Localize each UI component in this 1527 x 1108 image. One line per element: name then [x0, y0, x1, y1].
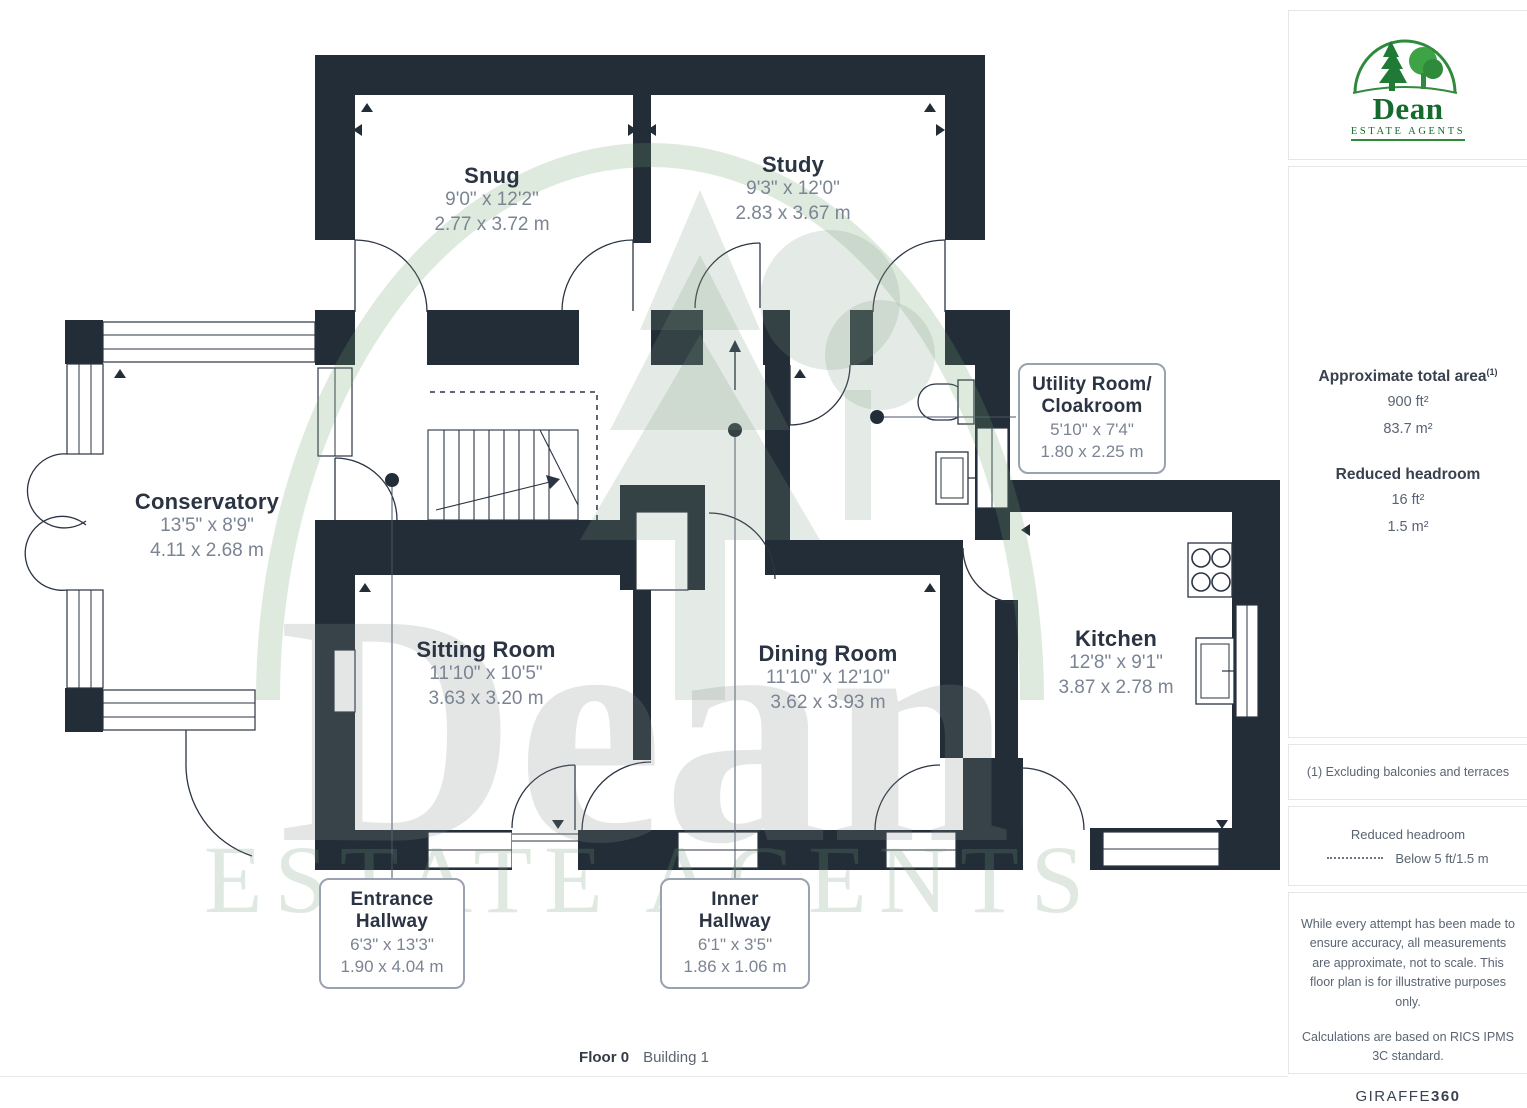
disclaimer-standard: Calculations are based on RICS IPMS 3C s… — [1302, 1029, 1514, 1064]
room-dims-m: 3.62 x 3.93 m — [770, 691, 886, 713]
callout-dims-ft: 6'1" x 3'5" — [697, 934, 773, 954]
callout-leaders — [391, 416, 1016, 878]
room-dims-ft: 9'0" x 12'2" — [445, 189, 539, 211]
entrance-arrow-icon — [729, 340, 741, 390]
room-name: Kitchen — [1074, 626, 1158, 651]
reduced-headroom-line — [430, 391, 598, 520]
room-dims-m: 3.87 x 2.78 m — [1058, 676, 1174, 698]
room-dims-m: 2.83 x 3.67 m — [735, 202, 851, 224]
page-bottom-divider — [0, 1076, 1288, 1077]
room-dims-ft: 11'10" x 10'5" — [429, 663, 543, 685]
room-dims-ft: 13'5" x 8'9" — [160, 515, 254, 537]
disclaimer-card: While every attempt has been made to ens… — [1288, 892, 1527, 1105]
reduced-headroom-ft: 16 ft² — [1391, 492, 1425, 509]
callout-dims-m: 1.80 x 2.25 m — [1040, 441, 1144, 461]
callout-name-line: Hallway — [355, 911, 429, 933]
dimension-markers — [114, 103, 1228, 829]
footnote-marker: (1) — [1486, 367, 1498, 377]
callout-utility-room-cloakroom: Utility Room/ Cloakroom 5'10" x 7'4" 1.8… — [1018, 363, 1166, 474]
floorplan-canvas: Dean ESTATE AGENTS Snug 9'0" x 12'2" 2.7… — [0, 55, 1288, 1077]
total-area-title-text: Approximate total area — [1318, 368, 1487, 386]
total-area-m: 83.7 m² — [1383, 421, 1433, 438]
callout-dims-ft: 6'3" x 13'3" — [350, 934, 434, 954]
total-area-title: Approximate total area(1) — [1289, 367, 1527, 386]
room-name: Dining Room — [758, 641, 898, 666]
room-label-sitting-room: Sitting Room 11'10" x 10'5" 3.63 x 3.20 … — [416, 637, 555, 711]
total-area-card: Approximate total area(1) 900 ft² 83.7 m… — [1288, 166, 1527, 738]
callout-inner-hallway: Inner Hallway 6'1" x 3'5" 1.86 x 1.06 m — [660, 878, 810, 989]
wall-insets — [333, 511, 689, 713]
room-name: Study — [761, 152, 825, 177]
room-label-snug: Snug 9'0" x 12'2" 2.77 x 3.72 m — [434, 163, 549, 237]
reduced-headroom-m: 1.5 m² — [1387, 519, 1429, 536]
reduced-headroom-title: Reduced headroom — [1335, 466, 1481, 484]
callout-dims-ft: 5'10" x 7'4" — [1050, 419, 1134, 439]
room-name: Conservatory — [134, 489, 280, 514]
giraffe360-brand: GIRAFFE360 — [1301, 1085, 1515, 1108]
room-label-conservatory: Conservatory 13'5" x 8'9" 4.11 x 2.68 m — [135, 489, 279, 563]
legend-item-text: Below 5 ft/1.5 m — [1395, 850, 1489, 866]
floor-label-row: Floor 0 Building 1 — [0, 1049, 1288, 1066]
disclaimer-accuracy: While every attempt has been made to ens… — [1301, 917, 1516, 1009]
building-label: Building 1 — [643, 1049, 709, 1066]
room-dims-m: 4.11 x 2.68 m — [150, 539, 264, 561]
legend-row: Below 5 ft/1.5 m — [1327, 850, 1489, 866]
callout-entrance-hallway: Entrance Hallway 6'3" x 13'3" 1.90 x 4.0… — [319, 878, 465, 989]
room-dims-m: 2.77 x 3.72 m — [434, 213, 550, 235]
legend-card: Reduced headroom Below 5 ft/1.5 m — [1288, 806, 1527, 886]
callout-dims-m: 1.86 x 1.06 m — [683, 956, 787, 976]
room-name: Sitting Room — [416, 637, 556, 662]
room-dims-ft: 12'8" x 9'1" — [1069, 652, 1163, 674]
agency-logo-card: Dean ESTATE AGENTS — [1288, 10, 1527, 160]
giraffe360-name: GIRAFFE — [1355, 1087, 1431, 1105]
agency-brand-tagline: ESTATE AGENTS — [1350, 126, 1466, 141]
dashed-line-icon — [1327, 857, 1384, 859]
window-mullions — [78, 334, 1248, 851]
callout-name-line: Utility Room/ — [1032, 374, 1152, 395]
room-dims-ft: 11'10" x 12'10" — [766, 667, 890, 689]
room-label-kitchen: Kitchen 12'8" x 9'1" 3.87 x 2.78 m — [1058, 626, 1173, 700]
room-label-dining-room: Dining Room 11'10" x 12'10" 3.62 x 3.93 … — [758, 641, 897, 715]
room-dims-ft: 9'3" x 12'0" — [746, 178, 840, 200]
footnote-text: (1) Excluding balconies and terraces — [1306, 765, 1510, 779]
total-area-ft: 900 ft² — [1387, 394, 1429, 411]
room-dims-m: 3.63 x 3.20 m — [428, 687, 544, 709]
agency-logo-icon — [1352, 39, 1458, 94]
callout-name-line: Hallway — [698, 911, 772, 933]
utility-sink-icon — [935, 451, 975, 505]
room-name: Snug — [464, 163, 520, 188]
giraffe360-suffix: 360 — [1430, 1087, 1461, 1105]
callout-name-line: Inner — [711, 889, 759, 910]
kitchen-hob-icon — [1187, 542, 1233, 598]
stairs — [427, 429, 579, 521]
callout-dots — [385, 410, 884, 487]
kitchen-sink-icon — [1195, 637, 1235, 705]
callout-dims-m: 1.90 x 4.04 m — [340, 956, 444, 976]
footnote-card: (1) Excluding balconies and terraces — [1288, 744, 1527, 800]
utility-toilet-icon — [917, 379, 975, 425]
callout-name-line: Cloakroom — [1041, 396, 1143, 418]
room-label-study: Study 9'3" x 12'0" 2.83 x 3.67 m — [735, 152, 850, 226]
doors — [24, 239, 1085, 857]
floor-label: Floor 0 — [579, 1049, 630, 1066]
info-sidebar: Dean ESTATE AGENTS Approximate total are… — [1288, 0, 1527, 1105]
floorplan-drawing — [24, 55, 1280, 878]
callout-name-line: Entrance — [350, 889, 434, 910]
legend-title: Reduced headroom — [1350, 826, 1466, 842]
agency-brand-name: Dean — [1372, 91, 1444, 126]
